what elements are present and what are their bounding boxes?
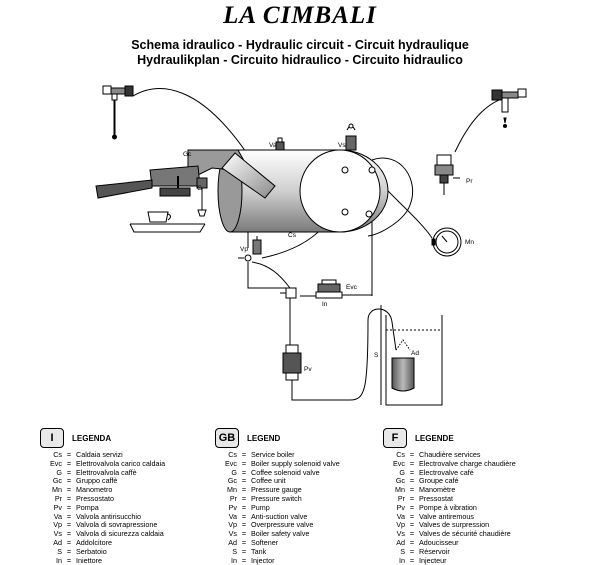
label-g: G xyxy=(197,185,202,192)
legend-row: Pr=Pressostato xyxy=(54,493,114,503)
legend-row: Ad= Addolcitore xyxy=(53,537,112,547)
legend-row: In=Injecteur xyxy=(399,555,447,565)
label-ad: Ad xyxy=(411,350,419,357)
legend-row: Ad= Adoucisseur xyxy=(396,537,459,547)
label-va: Va xyxy=(269,142,277,149)
legend-row: In=Iniettore xyxy=(56,555,102,565)
legend-title: LEGEND xyxy=(247,433,281,443)
legend-row: Mn=Pressure gauge xyxy=(227,485,302,495)
legend-row: Pv=Pompe à vibration xyxy=(396,502,477,512)
diagram-title-line1: Schema idraulico - Hydraulic circuit - C… xyxy=(131,38,469,52)
legend-title: LEGENDA xyxy=(72,433,112,443)
legend-row: S= Serbatoio xyxy=(57,546,107,556)
legend-row: Vs=Valves de sécurité chaudière xyxy=(396,529,511,539)
legend-row: Vp=Overpressure valve xyxy=(228,520,314,530)
legend-badge: F xyxy=(383,428,407,448)
legend-row: Pv=Pump xyxy=(228,502,270,512)
legend-badge: GB xyxy=(215,428,239,448)
brand-logo: LA CIMBALI xyxy=(223,2,377,29)
legend-row: In=Injector xyxy=(231,555,275,565)
hydraulic-circuit-diagram: Gc G Va Vs Cs Pr Mn Vp Evc In Pv S Ad xyxy=(95,85,527,406)
legend-badge: I xyxy=(40,428,64,448)
legend-row: G=Electrovalve café xyxy=(399,467,474,477)
legend-row: Va=Valve antiremous xyxy=(396,511,474,521)
label-pv: Pv xyxy=(304,366,312,373)
label-vp: Vp xyxy=(240,246,248,253)
legend-row: Evc=Electrovalve charge chaudière xyxy=(393,458,516,468)
legend-row: Evc=Boiler supply solenoid valve xyxy=(225,458,340,468)
legend-row: Cs=Service boiler xyxy=(228,450,295,459)
water-tank xyxy=(380,305,443,406)
legend-row: Ad= Softener xyxy=(228,537,279,547)
legend-row: Cs=Chaudière services xyxy=(396,450,481,459)
legend-row: Pr=Pressostat xyxy=(397,493,453,503)
legend-row: Mn=Manometro xyxy=(52,485,113,495)
steam-tap-left xyxy=(102,85,134,140)
legend-row: Pv=Pompa xyxy=(53,502,99,512)
label-evc: Evc xyxy=(346,284,358,291)
legend-row: Gc=Groupe café xyxy=(395,476,459,486)
coffee-group xyxy=(95,149,276,199)
legend-row: G=Coffee solenoid valve xyxy=(231,467,320,477)
label-vs: Vs xyxy=(338,142,346,149)
boiler-supply-solenoid-valve xyxy=(315,279,343,299)
legend-title: LEGENDE xyxy=(415,433,454,443)
legend-row: Va=Anti-suction valve xyxy=(228,511,308,521)
softener xyxy=(391,339,415,392)
anti-suction-valve xyxy=(275,137,285,151)
legend-row: Vs=Boiler safety valve xyxy=(228,529,310,539)
legend-row: G=Elettrovalvola caffè xyxy=(56,467,137,477)
hot-water-tap-right xyxy=(491,88,527,128)
label-pr: Pr xyxy=(466,178,473,185)
legend-english: GB LEGEND Cs=Service boiler Evc=Boiler s… xyxy=(215,428,395,565)
legend-row: Vs=Valvola di sicurezza caldaia xyxy=(53,529,164,539)
legend-row: Mn=Manomètre xyxy=(395,485,456,495)
label-mn: Mn xyxy=(465,239,474,246)
diagram-title-line2: Hydraulikplan - Circuito hidraulico - Ci… xyxy=(137,53,463,67)
label-s: S xyxy=(374,352,379,359)
boiler-safety-valve xyxy=(345,123,357,151)
service-boiler xyxy=(217,149,389,233)
legend-row: Cs=Caldaia servizi xyxy=(53,450,123,459)
pressure-switch xyxy=(434,154,460,195)
component-labels: Gc G Va Vs Cs Pr Mn Vp Evc In Pv S Ad xyxy=(183,142,474,373)
coffee-solenoid-valve xyxy=(196,177,208,217)
legend-french: F LEGENDE Cs=Chaudière services Evc=Elec… xyxy=(383,428,563,565)
legend-row: Vp=Valvola di sovrapressione xyxy=(53,520,158,530)
legend-row: Evc=Elettrovalvola carico caldaia xyxy=(50,458,166,468)
legend-row: Gc=Coffee unit xyxy=(227,476,286,486)
coffee-cup xyxy=(129,211,206,233)
label-in: In xyxy=(322,301,328,308)
legend-row: Gc=Gruppo caffè xyxy=(52,476,118,486)
pressure-gauge xyxy=(431,227,462,257)
overpressure-valve xyxy=(238,236,262,262)
legend-italian: I LEGENDA Cs=Caldaia servizi Evc=Elettro… xyxy=(40,428,220,565)
injector xyxy=(280,287,297,299)
legend-row: Va=Valvola antirisucchio xyxy=(53,511,141,521)
pump xyxy=(282,344,302,381)
pipe-network xyxy=(132,88,513,401)
label-gc: Gc xyxy=(183,151,192,158)
legend-row: Vp=Valves de surpression xyxy=(396,520,490,530)
legend-row: S= Réservoir xyxy=(400,546,450,556)
legend-row: S= Tank xyxy=(232,546,267,556)
label-cs: Cs xyxy=(288,232,297,239)
legend-row: Pr=Pressure switch xyxy=(229,493,302,503)
